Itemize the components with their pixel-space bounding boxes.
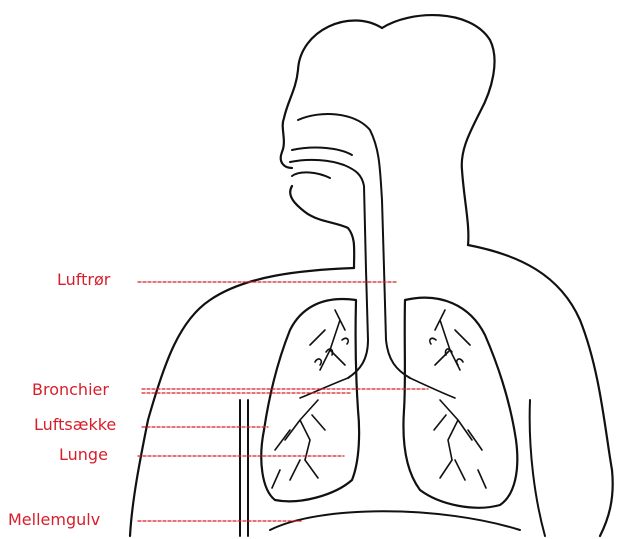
label-bronchi: Bronchier xyxy=(32,381,109,399)
label-trachea: Luftrør xyxy=(57,271,110,289)
label-diaphragm: Mellemgulv xyxy=(8,511,100,529)
bronchial-tree xyxy=(272,310,486,488)
airway-head xyxy=(290,114,384,270)
left-lung-shape xyxy=(403,298,517,508)
torso-details xyxy=(240,400,545,536)
label-alveoli: Luftsække xyxy=(34,416,116,434)
label-lung: Lunge xyxy=(59,446,108,464)
trachea xyxy=(348,268,410,378)
lungs xyxy=(261,298,517,508)
head-outline xyxy=(130,15,613,536)
diaphragm-curve xyxy=(270,511,520,530)
